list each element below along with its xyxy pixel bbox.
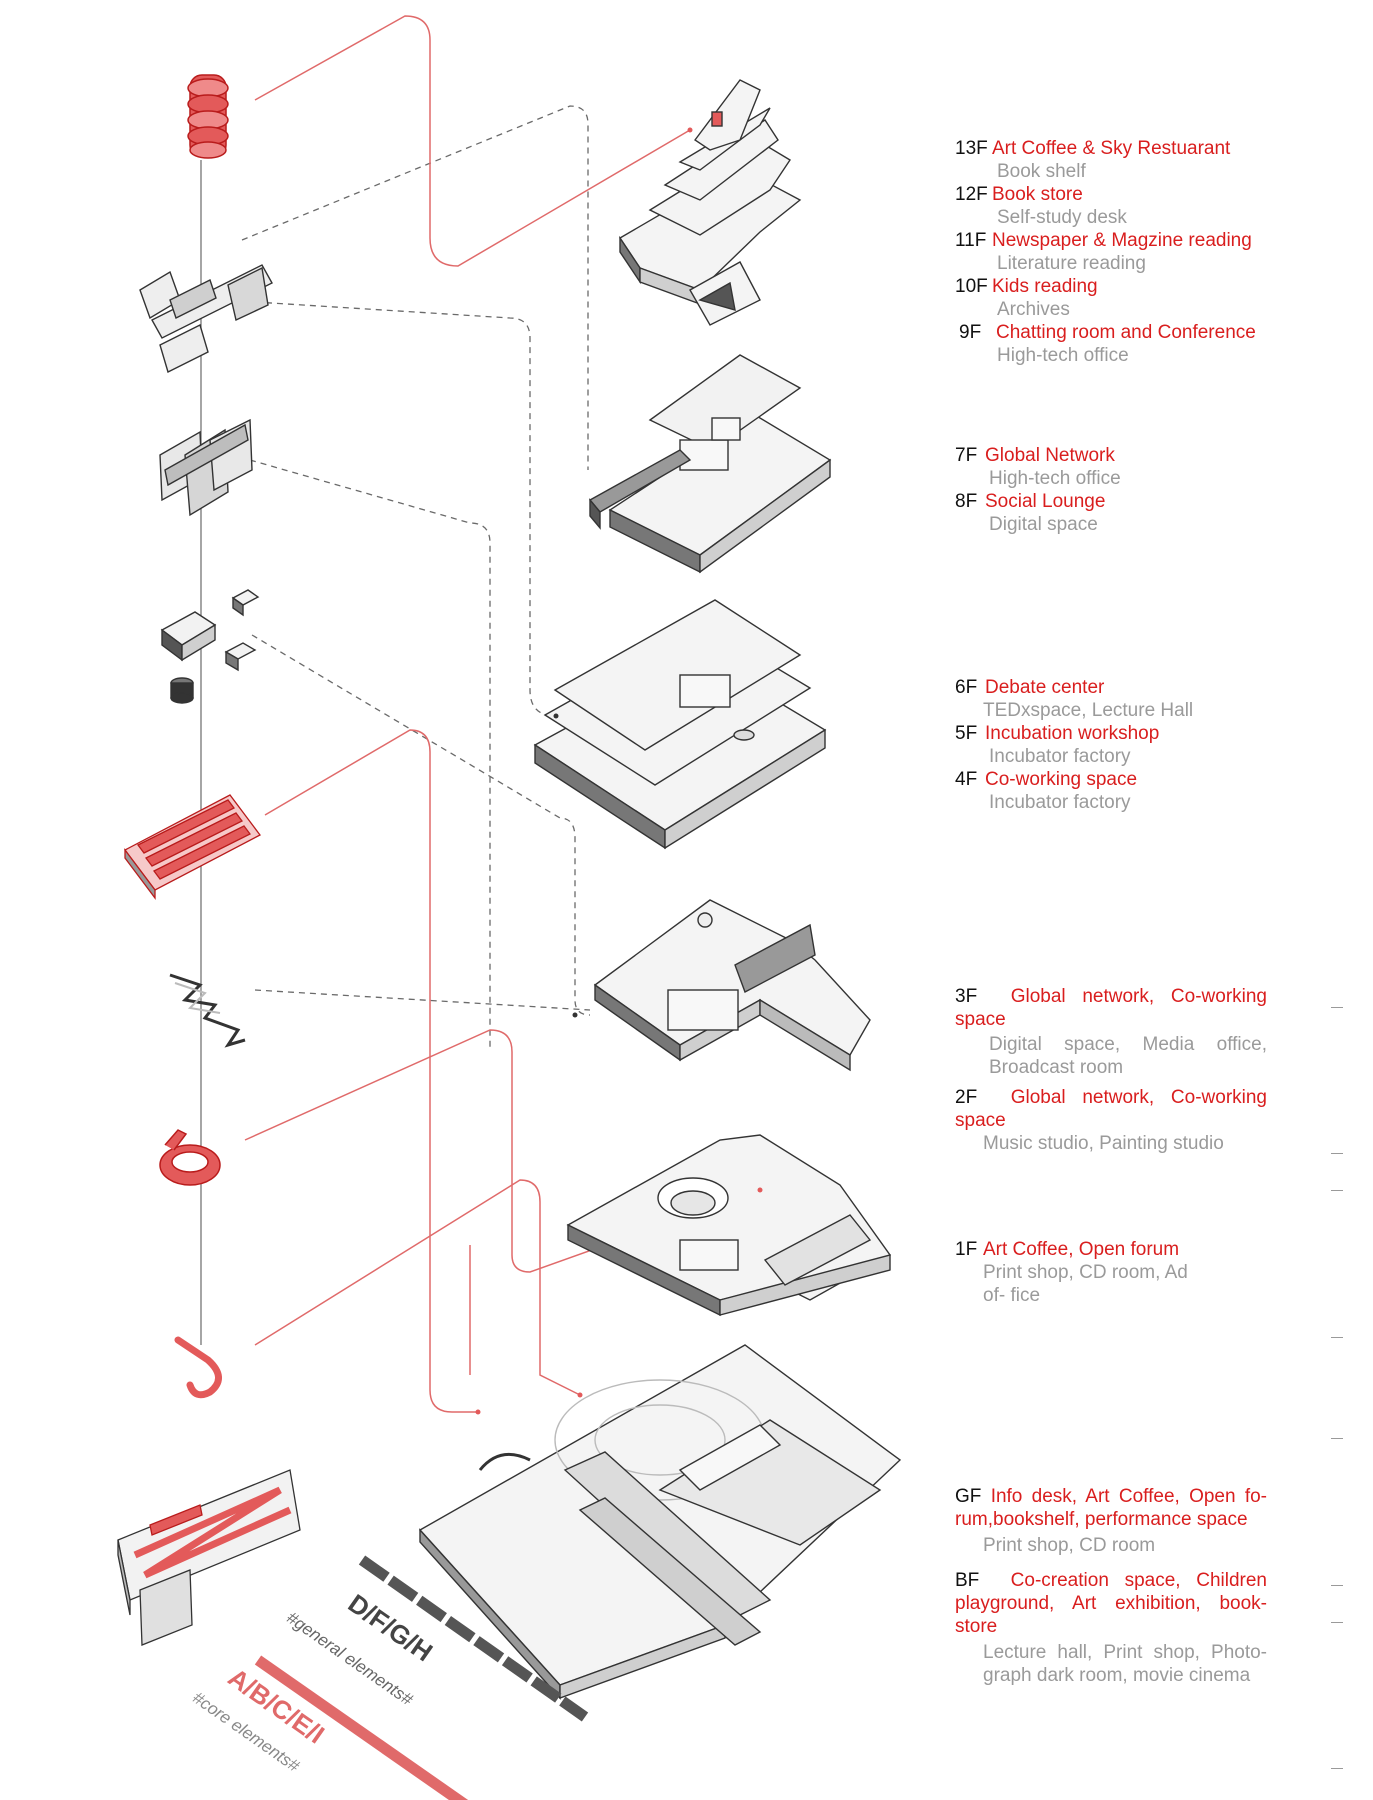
floor-stack-9f-13f xyxy=(619,79,802,326)
floor-function: Kids reading xyxy=(992,276,1098,297)
floor-function: Global network, Co-working space xyxy=(955,986,1267,1030)
floor-subfunction: Digital space xyxy=(989,514,1098,535)
element-red-ring-ramp xyxy=(159,1129,221,1186)
floor-level: 12F xyxy=(955,184,988,205)
floor-subfunction: Lecture hall, Print shop, Photo- graph d… xyxy=(983,1642,1267,1686)
element-red-hook-ramp xyxy=(174,1336,222,1399)
floor-function: Co-creation space, Children playground, … xyxy=(955,1570,1267,1637)
floor-subfunction: Incubator factory xyxy=(989,792,1131,813)
floor-level: 4F xyxy=(955,769,978,790)
floor-subfunction: Print shop, CD room, Ad of- fice xyxy=(983,1262,1188,1306)
element-gray-angled-slabs xyxy=(139,264,273,373)
margin-tick xyxy=(1331,1007,1343,1008)
floor-subfunction: High-tech office xyxy=(989,468,1121,489)
floor-function: Incubation workshop xyxy=(985,723,1160,744)
floor-subfunction: Book shelf xyxy=(997,161,1086,182)
element-red-bleachers xyxy=(124,794,261,900)
margin-tick xyxy=(1331,1337,1343,1338)
floor-subfunction: Archives xyxy=(997,299,1070,320)
floor-subfunction: Self-study desk xyxy=(997,207,1127,228)
floor-function: Debate center xyxy=(985,677,1105,698)
floor-level: 2F xyxy=(955,1087,978,1108)
legend-group-gf-bf: GF Info desk, Art Coffee, Open fo- rum,b… xyxy=(955,1485,1267,1687)
floor-level: 7F xyxy=(955,445,978,466)
floor-subfunction: High-tech office xyxy=(997,345,1129,366)
floor-function: Newspaper & Magzine reading xyxy=(992,230,1252,251)
legend-group-2f-3f: 3F Global network, Co-working space Digi… xyxy=(955,985,1267,1155)
margin-tick xyxy=(1331,1622,1343,1623)
floor-level: 6F xyxy=(955,677,978,698)
floor-subfunction: TEDxspace, Lecture Hall xyxy=(983,700,1194,721)
legend-red-bar xyxy=(254,1655,469,1800)
floor-level: 5F xyxy=(955,723,978,744)
floor-level: GF xyxy=(955,1486,982,1507)
floor-level: 11F xyxy=(955,230,987,251)
element-red-spiral-stair xyxy=(187,74,229,159)
floor-function: Info desk, Art Coffee, Open fo- rum,book… xyxy=(955,1486,1268,1530)
floor-function: Art Coffee, Open forum xyxy=(983,1239,1180,1260)
floor-function: Art Coffee & Sky Restuarant xyxy=(992,138,1231,159)
margin-tick xyxy=(1331,1153,1343,1154)
floor-subfunction: Music studio, Painting studio xyxy=(983,1133,1224,1154)
floor-function: Social Lounge xyxy=(985,491,1106,512)
floor-subfunction: Print shop, CD room xyxy=(983,1535,1156,1556)
floor-stack-4f-6f xyxy=(533,599,827,850)
floor-stack-7f-8f xyxy=(588,354,832,574)
element-gray-blocks xyxy=(160,589,260,704)
floor-level: 9F xyxy=(959,322,982,343)
floor-level: 10F xyxy=(955,276,988,297)
element-gray-fins xyxy=(159,418,253,517)
general-connector-lines xyxy=(241,105,591,1050)
floor-level: 3F xyxy=(955,986,978,1007)
legend-group-7f-8f: 7F Global Network High-tech office 8F Soci… xyxy=(955,444,1267,536)
floor-function: Global Network xyxy=(985,445,1115,466)
floor-plate-1f xyxy=(566,1134,892,1317)
legend-gray-bar xyxy=(358,1555,589,1722)
floor-function: Co-working space xyxy=(985,769,1138,790)
connector-end-dot xyxy=(553,713,559,719)
floor-function: Chatting room and Conference xyxy=(996,322,1256,343)
floor-function: Global network, Co-working space xyxy=(955,1087,1267,1131)
floor-subfunction: Incubator factory xyxy=(989,746,1131,767)
margin-tick xyxy=(1331,1190,1343,1191)
element-red-zigzag-frame xyxy=(117,1469,301,1646)
connector-end-dots xyxy=(475,127,763,1415)
floor-level: BF xyxy=(955,1570,980,1591)
floor-subfunction: Digital space, Media office, Broadcast r… xyxy=(989,1034,1267,1078)
floor-level: 13F xyxy=(955,138,988,159)
floor-level: 1F xyxy=(955,1239,978,1260)
element-gray-ramp xyxy=(169,973,246,1048)
core-connector-lines xyxy=(244,15,761,1413)
floor-subfunction: Literature reading xyxy=(997,253,1146,274)
margin-tick xyxy=(1331,1768,1343,1769)
connector-end-dot xyxy=(572,1012,578,1018)
floor-plate-gf-bf xyxy=(418,1344,902,1700)
floor-function: Book store xyxy=(992,184,1083,205)
margin-tick xyxy=(1331,1585,1343,1586)
floor-stack-2f-3f xyxy=(593,899,871,1072)
floor-level: 8F xyxy=(955,491,978,512)
margin-tick xyxy=(1331,1438,1343,1439)
